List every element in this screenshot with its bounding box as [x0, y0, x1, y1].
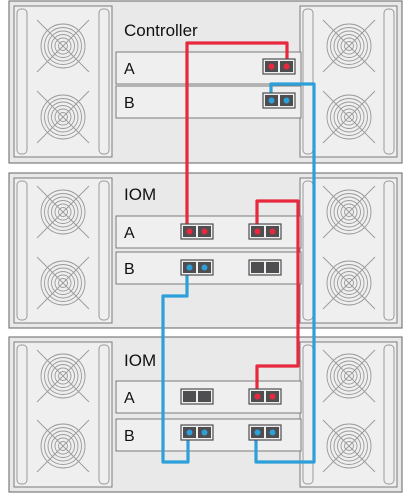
iom-chassis-2: IOM A B: [8, 336, 403, 493]
row-label-a: A: [124, 390, 135, 407]
module-title-iom: IOM: [124, 185, 156, 204]
fan-icon: [36, 349, 90, 403]
row-label-b: B: [124, 428, 135, 445]
cables: [161, 41, 316, 464]
fan-icon: [322, 90, 376, 144]
fan-icon: [36, 419, 90, 473]
fan-icon: [322, 349, 376, 403]
blue-cable: [254, 82, 316, 464]
row-label-b: B: [124, 261, 135, 278]
port-connector: [180, 388, 214, 405]
fan-icon: [322, 419, 376, 473]
row-label-a: A: [124, 225, 135, 242]
red-cable: [255, 199, 300, 398]
port-connector: [180, 259, 214, 276]
fan-icon: [36, 185, 90, 239]
port-connector: [262, 92, 296, 109]
row-label-a: A: [124, 61, 135, 78]
port-connector: [248, 424, 282, 441]
fan-icon: [36, 256, 90, 310]
fan-icon: [322, 256, 376, 310]
fan-icon: [36, 19, 90, 73]
fan-icon: [322, 185, 376, 239]
port-connector: [248, 388, 282, 405]
port-connector: [248, 223, 282, 240]
module-title-iom: IOM: [124, 351, 156, 370]
blue-cable: [161, 264, 190, 464]
fan-icon: [322, 19, 376, 73]
row-label-b: B: [124, 95, 135, 112]
port-connector: [180, 223, 214, 240]
port-connector: [262, 58, 296, 75]
red-cable: [185, 41, 289, 233]
controller-chassis: Controller A B: [8, 0, 403, 164]
iom-chassis-1: IOM A B: [8, 172, 403, 329]
port-connector: [180, 424, 214, 441]
port-connector: [248, 259, 282, 276]
module-title-controller: Controller: [124, 21, 198, 40]
fan-icon: [36, 90, 90, 144]
